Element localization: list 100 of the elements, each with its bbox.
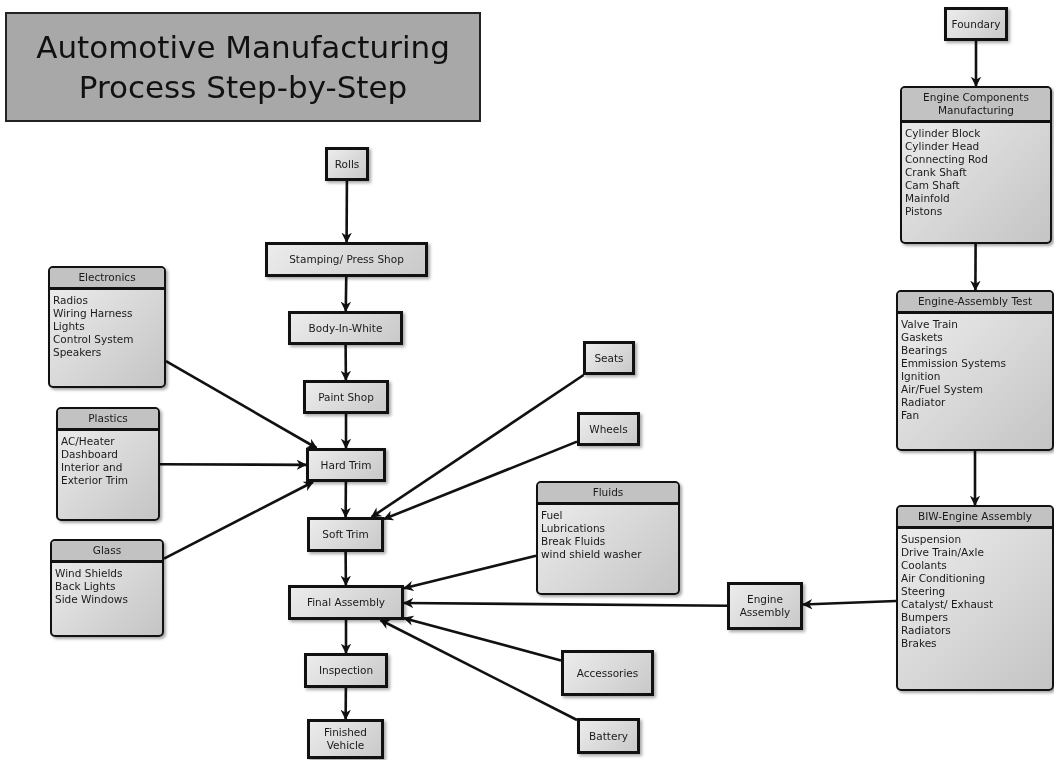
box-label: Body-In-White (308, 321, 383, 335)
list-item: Back Lights (55, 580, 117, 593)
list-item: Mainfold (905, 192, 951, 205)
box-header: Glass (52, 541, 162, 563)
list-item: Valve Train (901, 318, 959, 331)
arrow (970, 244, 981, 292)
arrow (340, 414, 352, 450)
arrow (379, 618, 578, 722)
process-box (288, 311, 403, 345)
list-item: Break Fluids (541, 535, 607, 548)
list-box (900, 86, 1052, 244)
box-label: Wheels (589, 422, 628, 436)
process-box (304, 653, 388, 688)
list-item: Cylinder Head (905, 140, 981, 153)
arrow (165, 359, 318, 450)
list-item: Catalyst/ Exhaust (901, 598, 995, 611)
box-label: Hard Trim (320, 458, 372, 472)
arrow (341, 181, 352, 244)
list-item: Interior and Exterior Trim (61, 461, 130, 487)
list-item: Pistons (905, 205, 944, 218)
process-box (306, 448, 386, 482)
arrow (403, 615, 562, 662)
arrow (340, 345, 351, 382)
list-box (50, 539, 164, 637)
arrow (340, 620, 352, 655)
process-box (583, 341, 635, 375)
box-label: Soft Trim (322, 528, 369, 541)
arrow (340, 482, 351, 519)
arrow (402, 597, 727, 609)
process-box (577, 718, 640, 754)
list-item: Bearings (901, 344, 949, 357)
arrow (969, 451, 981, 507)
box-header: Fluids (538, 483, 678, 505)
list-item: Bumpers (901, 611, 949, 624)
box-header: BIW-Engine Assembly (898, 507, 1052, 529)
box-label: Foundary (951, 17, 1001, 31)
list-item: Drive Train/Axle (901, 546, 985, 559)
list-item: Coolants (901, 559, 948, 572)
list-item: Cylinder Block (905, 127, 982, 140)
list-item: Side Windows (55, 593, 129, 606)
list-item: Brakes (901, 637, 938, 650)
arrow (340, 552, 351, 587)
list-item: AC/Heater (61, 435, 116, 448)
list-item: Air/Fuel System (901, 383, 984, 396)
process-box (577, 412, 640, 446)
box-label: Battery (589, 729, 628, 743)
box-label: Inspection (318, 664, 374, 677)
list-item: Fuel (541, 509, 564, 522)
title-banner: Automotive Manufacturing Process Step-by-Step (5, 12, 481, 122)
box-label: Rolls (334, 157, 360, 171)
list-box (56, 407, 160, 521)
process-box (303, 380, 389, 414)
list-box (536, 481, 680, 595)
list-item: Gaskets (901, 331, 944, 344)
arrow (403, 554, 537, 592)
list-item: Suspension (901, 533, 963, 546)
process-box (288, 585, 404, 620)
list-item: Radios (53, 294, 89, 307)
list-item: Wind Shields (55, 567, 124, 580)
list-item: Emmission Systems (901, 357, 1007, 370)
list-item: Speakers (53, 346, 103, 359)
box-label: Engine Assembly (738, 593, 792, 619)
box-label: Paint Shop (318, 390, 374, 404)
process-box (727, 582, 803, 630)
list-item: Cam Shaft (905, 179, 961, 192)
list-item: Crank Shaft (905, 166, 968, 179)
list-item: Dashboard (61, 448, 119, 461)
list-item: Control System (53, 333, 135, 346)
process-box (307, 517, 384, 552)
box-label: Seats (594, 351, 624, 365)
box-header: Electronics (50, 268, 164, 290)
arrow (370, 373, 585, 519)
list-item: wind shield washer (541, 548, 643, 561)
arrow (970, 41, 982, 88)
list-box (896, 505, 1054, 691)
process-box (325, 147, 369, 181)
box-header: Plastics (58, 409, 158, 431)
box-header: Engine Components Manufacturing (902, 88, 1050, 123)
process-box (944, 7, 1008, 41)
list-item: Fan (901, 409, 921, 422)
list-item: Wiring Harness (53, 307, 134, 320)
box-header: Engine-Assembly Test (898, 292, 1052, 314)
arrow (340, 277, 352, 313)
arrow (163, 480, 314, 560)
arrow (160, 459, 308, 470)
box-label: Accessories (576, 666, 639, 680)
process-box (561, 650, 654, 696)
list-item: Connecting Rod (905, 153, 989, 166)
box-label: Final Assembly (306, 596, 386, 609)
arrow (383, 440, 578, 521)
list-box (896, 290, 1054, 451)
list-item: Radiator (901, 396, 947, 409)
process-box (265, 242, 428, 277)
process-box (307, 719, 384, 759)
list-box (48, 266, 166, 388)
list-item: Steering (901, 585, 947, 598)
list-item: Lubrications (541, 522, 606, 535)
arrow (340, 688, 351, 721)
list-item: Ignition (901, 370, 942, 383)
list-item: Air Conditioning (901, 572, 987, 585)
